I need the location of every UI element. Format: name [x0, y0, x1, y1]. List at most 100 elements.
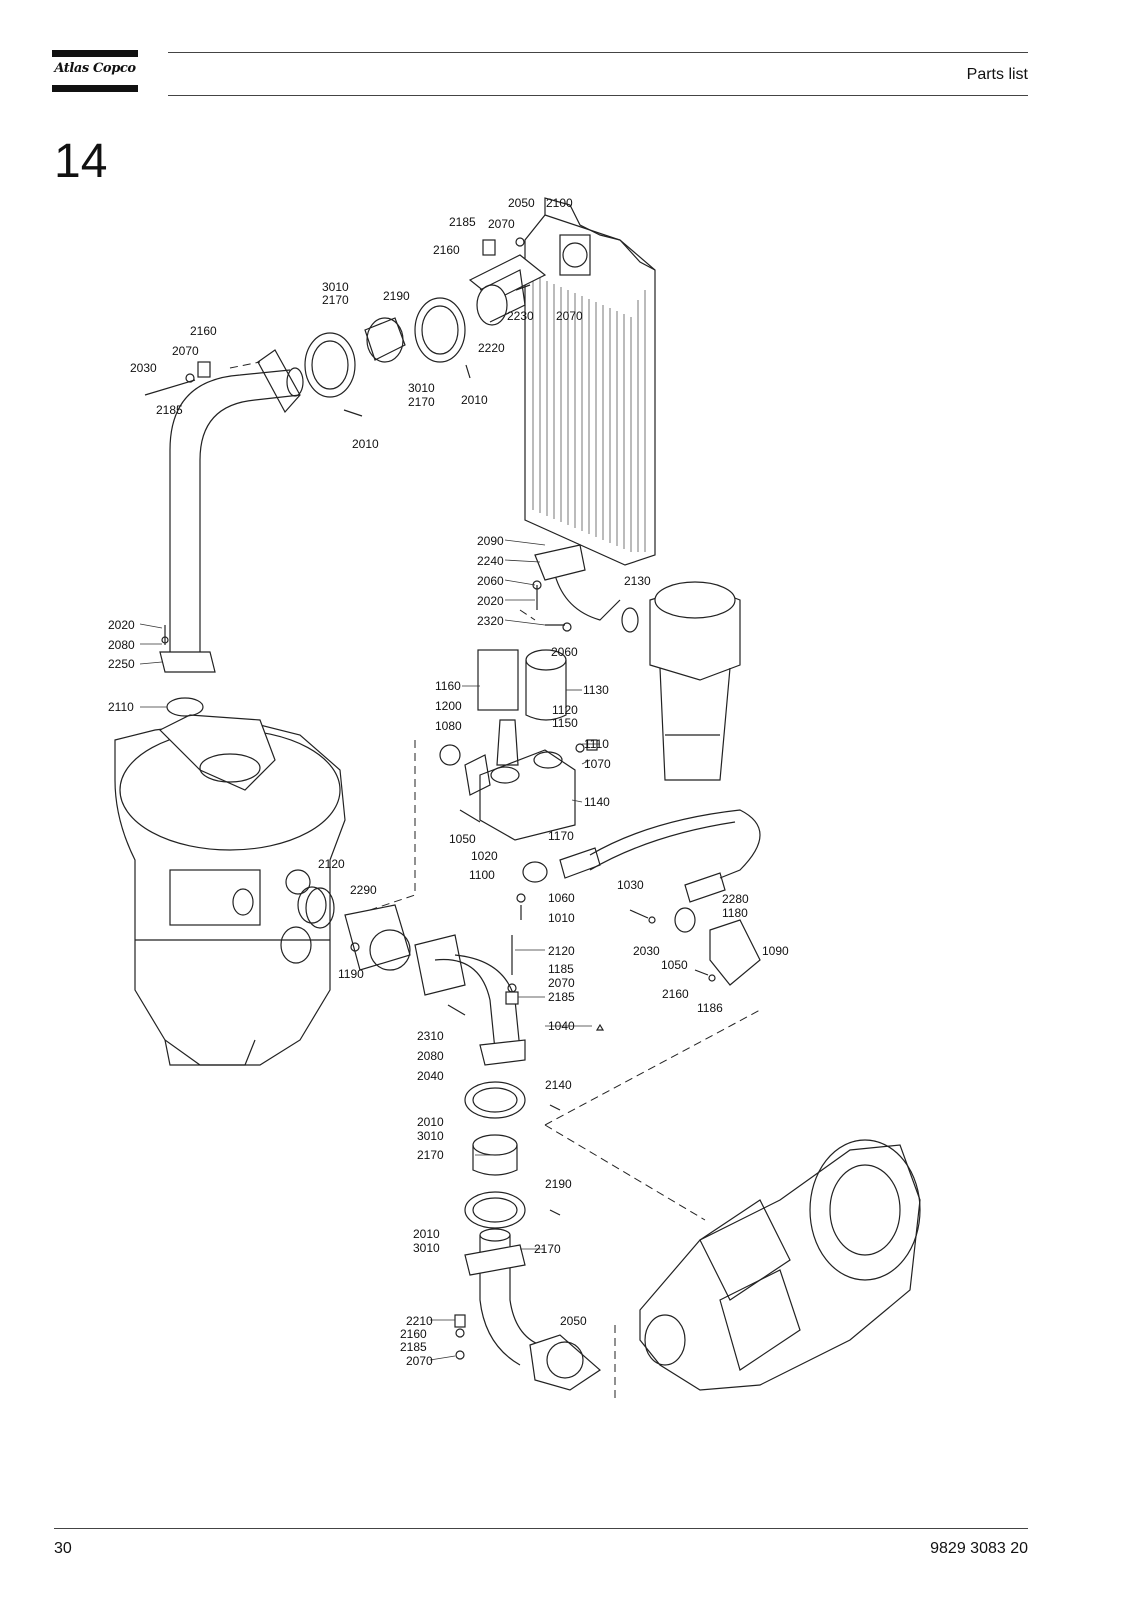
part-label: 3010 — [417, 1129, 444, 1143]
part-label: 2220 — [478, 341, 505, 355]
part-label: 3010 — [322, 280, 349, 294]
part-label: 2070 — [488, 217, 515, 231]
dashed-leaders — [229, 361, 761, 1400]
part-label: 1120 — [552, 703, 578, 717]
part-label: 1160 — [435, 679, 461, 693]
part-label: 2070 — [172, 344, 199, 358]
part-label: 2040 — [417, 1069, 444, 1083]
part-label: 1110 — [584, 737, 609, 751]
part-label: 2120 — [548, 944, 575, 958]
part-label: 2020 — [108, 618, 135, 632]
part-label: 2010 — [352, 437, 379, 451]
part-label: 3010 — [413, 1241, 440, 1255]
section-number: 14 — [54, 135, 108, 188]
oil-filter-housing-drawing — [439, 649, 576, 841]
atlas-copco-logo: Atlas Copco — [52, 50, 138, 92]
part-label: 2070 — [406, 1354, 433, 1368]
part-label: 2170 — [408, 395, 435, 409]
part-label: 2240 — [477, 554, 504, 568]
document-number: 9829 3083 20 — [930, 1540, 1028, 1557]
part-label: 1010 — [548, 911, 575, 925]
cooler-drawing — [524, 197, 656, 566]
part-label: 2030 — [130, 361, 157, 375]
part-label: 2250 — [108, 657, 135, 671]
part-label: 2050 — [560, 1314, 587, 1328]
part-label: 1180 — [722, 906, 748, 920]
part-label: 2170 — [417, 1148, 444, 1162]
part-label: 2170 — [322, 293, 349, 307]
part-label: 2010 — [417, 1115, 444, 1129]
page-title: Parts list — [966, 66, 1028, 83]
part-label: 2160 — [662, 987, 689, 1001]
part-label: 1050 — [449, 832, 476, 846]
lower-pipe-drawing — [464, 1081, 601, 1391]
leader-lines — [139, 539, 600, 1361]
header-rule-top — [168, 52, 1028, 53]
part-label: 1080 — [435, 719, 462, 733]
header-rule-bottom — [168, 95, 1028, 96]
part-label: 1050 — [661, 958, 688, 972]
part-label: 2160 — [400, 1327, 427, 1341]
part-label: 2160 — [190, 324, 217, 338]
part-label: 2110 — [108, 700, 134, 714]
part-label: 2120 — [318, 857, 345, 871]
footer-rule — [54, 1528, 1028, 1529]
part-label: 1090 — [762, 944, 789, 958]
part-label: 2010 — [413, 1227, 440, 1241]
part-label: 2185 — [400, 1340, 427, 1354]
part-label: 1040 — [548, 1019, 575, 1033]
top-clamps-drawing — [304, 297, 466, 398]
part-label: 2140 — [545, 1078, 572, 1092]
separator-vessel-drawing — [114, 714, 346, 1066]
part-label: 2210 — [406, 1314, 433, 1328]
part-label: 2170 — [534, 1242, 561, 1256]
part-label: 2320 — [477, 614, 504, 628]
part-label: 2010 — [461, 393, 488, 407]
part-label: 1070 — [584, 757, 611, 771]
part-label: 1185 — [548, 962, 574, 976]
logo-bar-bottom — [52, 85, 138, 92]
part-label: 1170 — [548, 829, 574, 843]
part-label: 1100 — [469, 868, 495, 882]
vertical-pipe-drawing — [159, 349, 304, 673]
part-label: 2070 — [548, 976, 575, 990]
part-label: 1130 — [583, 683, 609, 697]
part-label: 2100 — [546, 196, 573, 210]
part-label: 3010 — [408, 381, 435, 395]
part-label: 1020 — [471, 849, 498, 863]
part-label: 1186 — [697, 1001, 723, 1015]
compressor-element-drawing — [639, 1139, 921, 1391]
middle-pipe-drawing — [305, 887, 526, 1066]
part-label: 2290 — [350, 883, 377, 897]
exploded-parts-diagram: 2050210021852070216030102170219022302070… — [108, 196, 921, 1400]
part-label: 2060 — [551, 645, 578, 659]
part-label: 2185 — [548, 990, 575, 1004]
part-label: 1190 — [338, 967, 364, 981]
part-label: 2160 — [433, 243, 460, 257]
part-label: 2185 — [156, 403, 183, 417]
top-pipe-drawing — [468, 254, 547, 326]
part-label: 1150 — [552, 716, 578, 730]
part-label: 2050 — [508, 196, 535, 210]
line-filter-drawing — [534, 544, 741, 781]
part-label: 2080 — [417, 1049, 444, 1063]
part-label: 1060 — [548, 891, 575, 905]
part-label: 2070 — [556, 309, 583, 323]
part-label: 2280 — [722, 892, 749, 906]
page-number: 30 — [54, 1540, 72, 1557]
part-label: 1200 — [435, 699, 462, 713]
part-label: 2190 — [383, 289, 410, 303]
part-label: 2185 — [449, 215, 476, 229]
part-label: 2060 — [477, 574, 504, 588]
part-label: 2020 — [477, 594, 504, 608]
part-label: 1030 — [617, 878, 644, 892]
part-label: 2080 — [108, 638, 135, 652]
brand-name: Atlas Copco — [54, 61, 136, 76]
part-label: 1140 — [584, 795, 610, 809]
logo-bar-top — [52, 50, 138, 57]
hose-drawing — [522, 809, 761, 986]
diagram-artwork — [114, 197, 921, 1400]
part-label: 2310 — [417, 1029, 444, 1043]
part-label: 2090 — [477, 534, 504, 548]
